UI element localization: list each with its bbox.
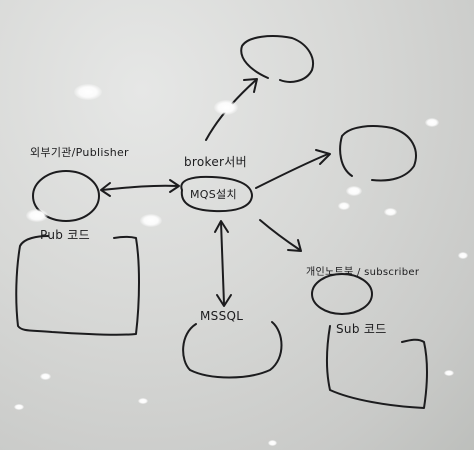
empty-node-top (240, 35, 314, 83)
mqtt-label: MQS설치 (190, 188, 237, 201)
mssql-label: MSSQL (200, 309, 244, 323)
arrow-publisher-broker (101, 184, 179, 191)
arrow-broker-mssql-head-top (214, 220, 229, 233)
empty-node-right (339, 125, 417, 182)
light-reflection (74, 84, 102, 100)
pub-code-label: Pub 코드 (40, 228, 90, 242)
light-reflection (458, 252, 468, 259)
arrow-broker-mssql (220, 221, 225, 305)
arrow-broker-subscriber (259, 219, 301, 251)
arrow-broker-right-head (315, 149, 331, 165)
light-reflection (346, 186, 362, 196)
light-reflection (26, 209, 48, 222)
sub-code-box (326, 325, 428, 409)
pub-code-box (15, 235, 140, 336)
light-reflection (338, 202, 350, 210)
light-reflection (214, 100, 238, 115)
arrow-broker-top-head (243, 78, 258, 93)
arrow-publisher-broker-head-left (100, 182, 111, 197)
light-reflection (140, 214, 162, 227)
light-reflection (444, 370, 454, 376)
mssql-node (182, 321, 283, 379)
broker-node (180, 175, 253, 213)
subscriber-node (311, 273, 373, 315)
light-reflection (40, 373, 51, 380)
light-reflection (384, 208, 397, 216)
light-reflection (138, 398, 148, 404)
light-reflection (268, 440, 277, 446)
arrow-broker-mssql-head-bottom (216, 294, 232, 307)
arrow-publisher-broker-head-right (169, 179, 180, 193)
broker-label: broker서버 (184, 155, 247, 169)
subscriber-label: 개인노트북 / subscriber (306, 267, 420, 278)
sub-code-label: Sub 코드 (336, 322, 387, 336)
light-reflection (14, 404, 24, 410)
light-reflection (425, 118, 439, 127)
arrow-broker-subscriber-head (287, 239, 302, 252)
publisher-node (32, 170, 100, 222)
publisher-label: 외부기관/Publisher (30, 146, 129, 159)
arrow-broker-right (255, 153, 329, 189)
